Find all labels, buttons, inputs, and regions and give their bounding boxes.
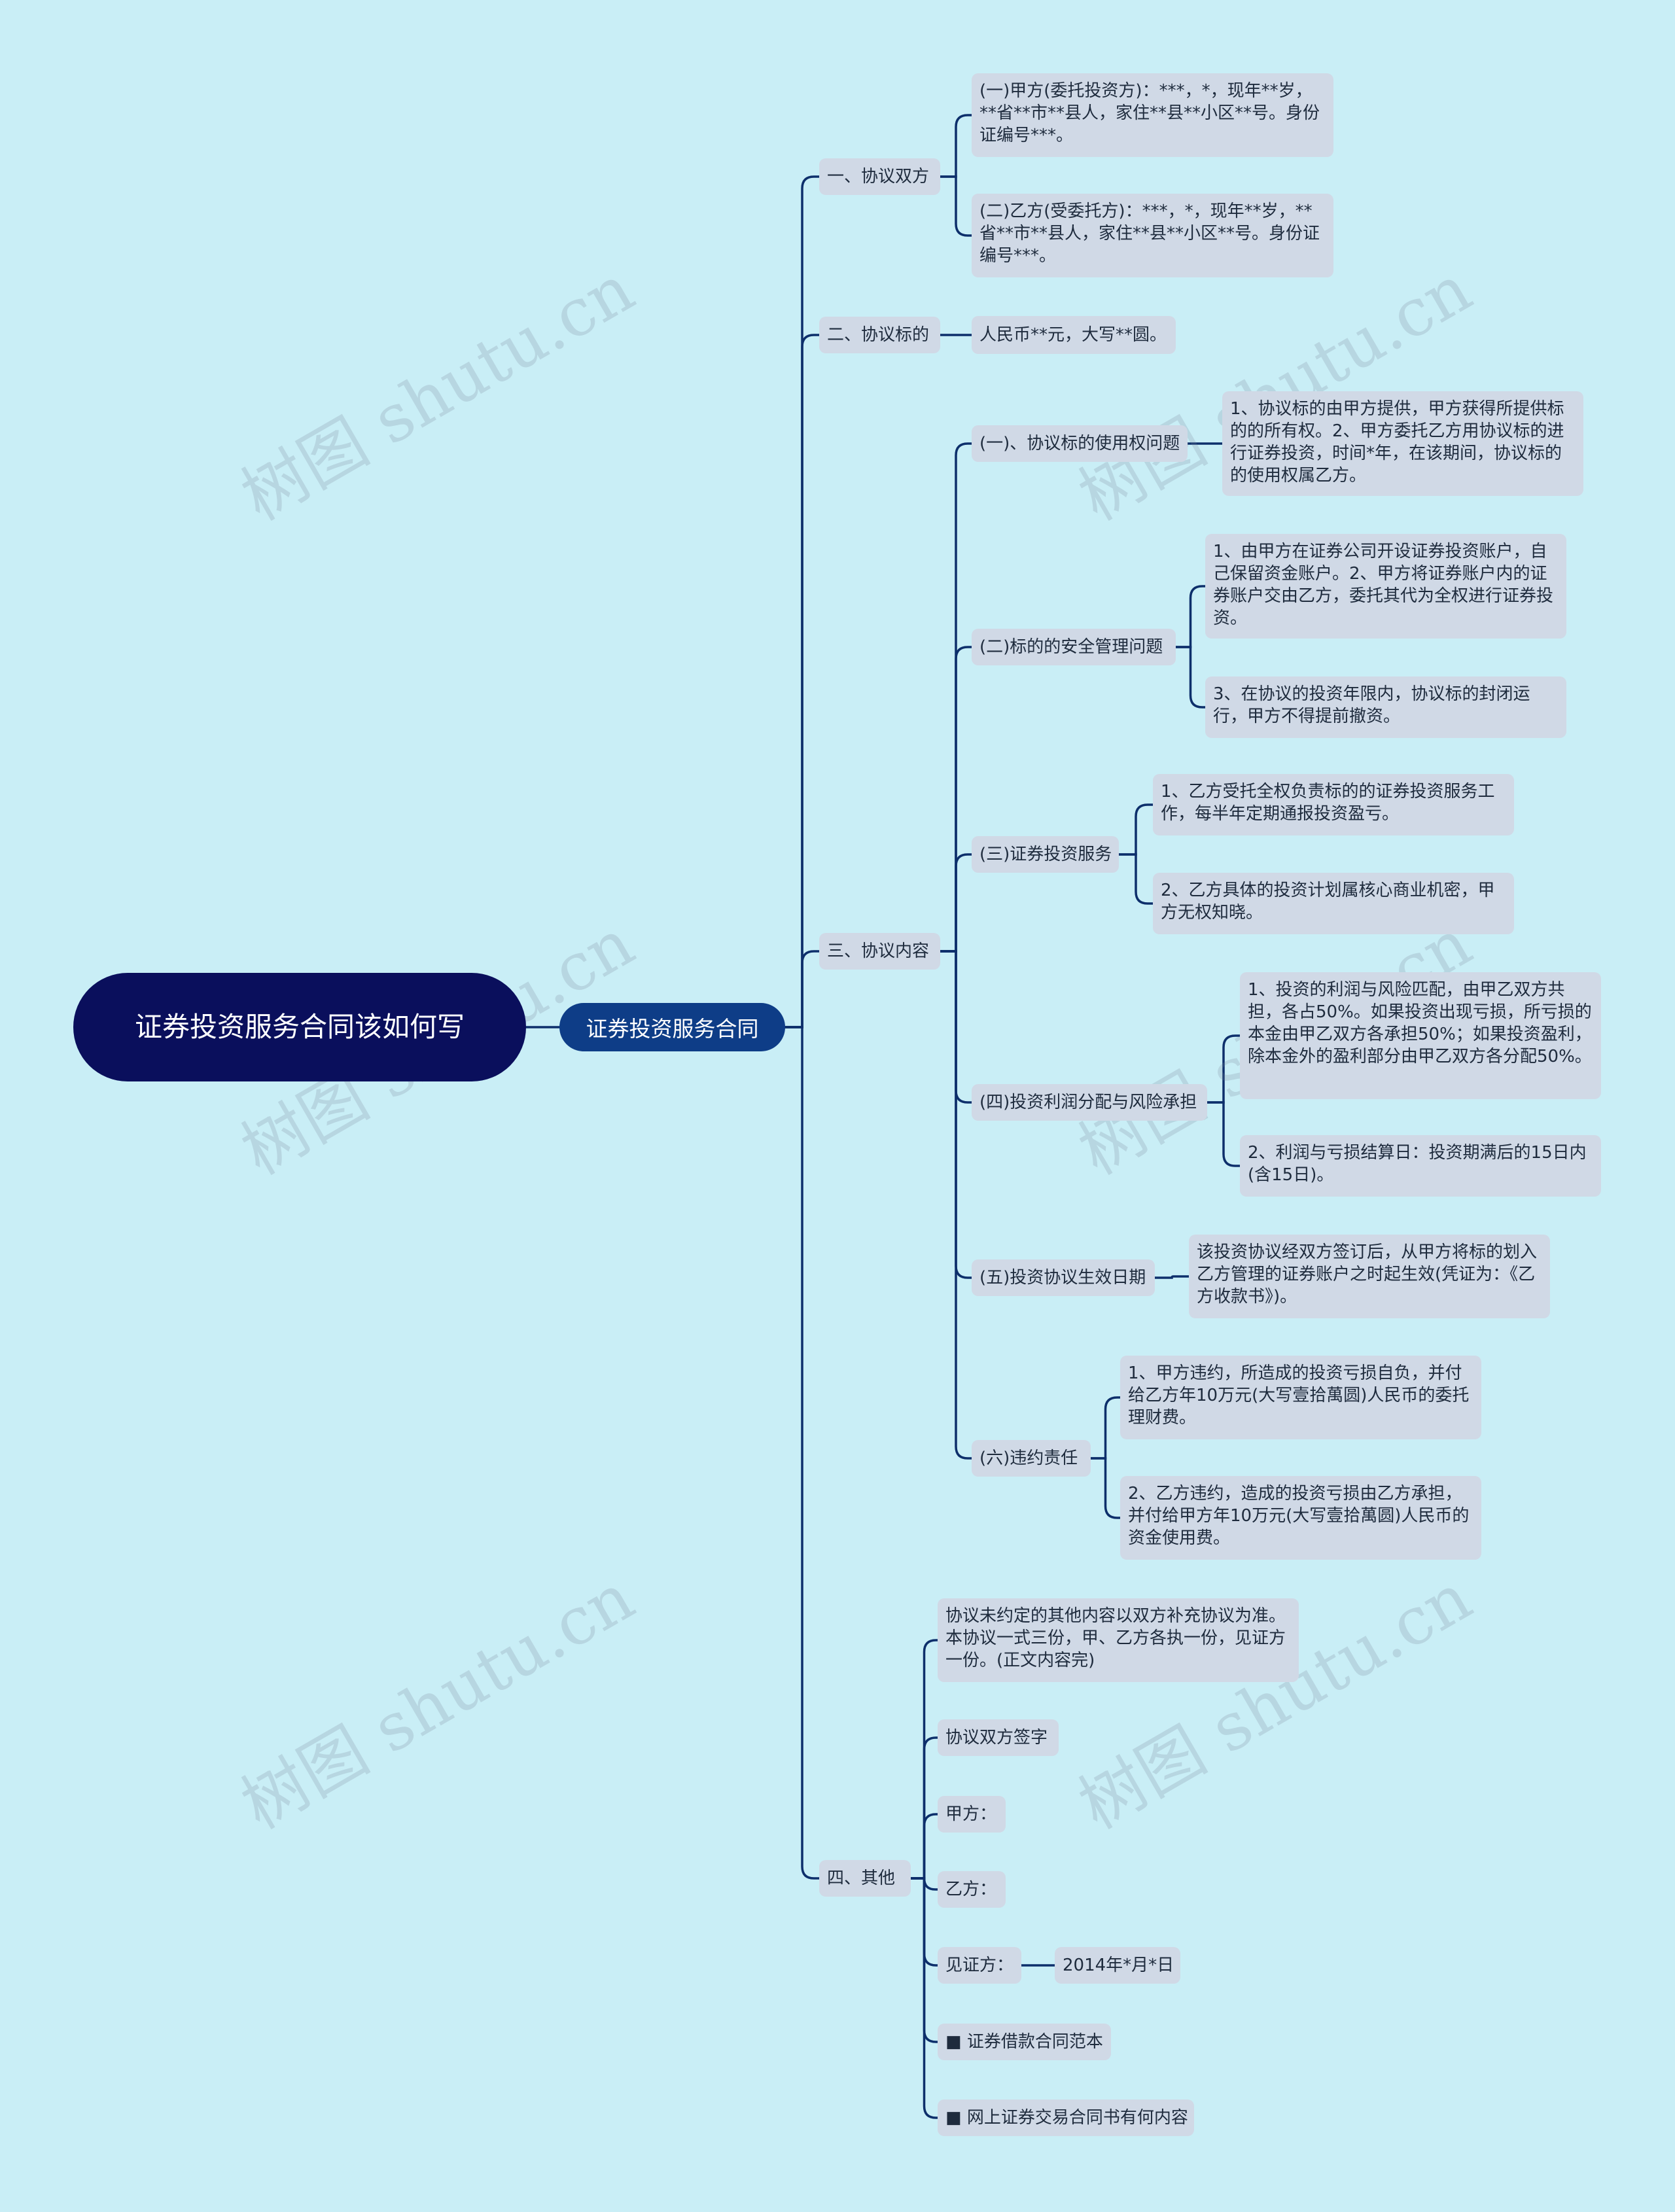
clause-breach[interactable]: (六)违约责任 xyxy=(972,1440,1091,1477)
link-online-trading-contract[interactable]: ■ 网上证券交易合同书有何内容 xyxy=(938,2099,1194,2136)
connector-line xyxy=(1118,853,1154,905)
clause-service[interactable]: (三)证券投资服务 xyxy=(972,836,1119,873)
party-b-info: (二)乙方(受委托方)：***，*，现年**岁，**省**市**县人，家住**县… xyxy=(972,194,1333,277)
connector-line xyxy=(1206,1034,1241,1104)
section-subject[interactable]: 二、协议标的 xyxy=(819,317,940,353)
clause-text: 1、乙方受托全权负责标的的证券投资服务工作，每半年定期通报投资盈亏。 xyxy=(1153,774,1514,835)
clause-text: 1、协议标的由甲方提供，甲方获得所提供标的的所有权。2、甲方委托乙方用协议标的进… xyxy=(1222,391,1583,496)
clause-usage-rights[interactable]: (一)、协议标的使用权问题 xyxy=(972,425,1188,462)
other-party-a: 甲方： xyxy=(938,1796,1006,1833)
connector-line xyxy=(909,1813,939,1880)
link-securities-loan-contract[interactable]: ■ 证券借款合同范本 xyxy=(938,2024,1111,2060)
connector-line xyxy=(784,334,820,1028)
connector-line xyxy=(1089,1396,1121,1460)
subject-amount: 人民币**元，大写**圆。 xyxy=(972,316,1176,354)
other-party-b: 乙方： xyxy=(938,1871,1006,1908)
connector-line xyxy=(939,114,973,178)
connector-line xyxy=(1154,1275,1190,1279)
connector-line xyxy=(784,1026,820,1880)
clause-profit-risk[interactable]: (四)投资利润分配与风险承担 xyxy=(972,1084,1207,1121)
main-topic[interactable]: 证券投资服务合同 xyxy=(559,1003,785,1051)
clause-text: 1、由甲方在证券公司开设证券投资账户，自己保留资金账户。2、甲方将证券账户内的证… xyxy=(1205,534,1566,639)
connector-line xyxy=(939,175,973,237)
connector-line xyxy=(909,1736,939,1880)
clause-safety[interactable]: (二)标的的安全管理问题 xyxy=(972,629,1176,665)
witness-date: 2014年*月*日 xyxy=(1055,1947,1180,1984)
clause-text: 3、在协议的投资年限内，协议标的封闭运行，甲方不得提前撤资。 xyxy=(1205,676,1566,738)
connector-line xyxy=(1089,1457,1121,1519)
party-a-info: (一)甲方(委托投资方)：***，*，现年**岁，**省**市**县人，家住**… xyxy=(972,73,1333,157)
other-supplement-text: 协议未约定的其他内容以双方补充协议为准。本协议一式三份，甲、乙方各执一份，见证方… xyxy=(938,1598,1299,1682)
connector-line xyxy=(909,1639,939,1880)
other-witness: 见证方： xyxy=(938,1947,1021,1984)
clause-text: 2、乙方违约，造成的投资亏损由乙方承担，并付给甲方年10万元(大写壹拾萬圆)人民… xyxy=(1120,1476,1481,1560)
section-content[interactable]: 三、协议内容 xyxy=(819,933,940,970)
other-signatures: 协议双方签字 xyxy=(938,1719,1059,1756)
clause-text: 2、乙方具体的投资计划属核心商业机密，甲方无权知晓。 xyxy=(1153,873,1514,934)
connector-line xyxy=(939,950,973,1460)
root-topic[interactable]: 证券投资服务合同该如何写 xyxy=(73,973,526,1081)
clause-text: 1、投资的利润与风险匹配，由甲乙双方共担，各占50%。如果投资出现亏损，所亏损的… xyxy=(1240,972,1601,1099)
section-other[interactable]: 四、其他 xyxy=(819,1860,911,1897)
connector-line xyxy=(1206,1101,1241,1167)
clause-text: 2、利润与亏损结算日：投资期满后的15日内(含15日)。 xyxy=(1240,1135,1601,1197)
connector-line xyxy=(1174,646,1207,709)
connector-line xyxy=(1118,803,1154,856)
clause-text: 该投资协议经双方签订后，从甲方将标的划入乙方管理的证券账户之时起生效(凭证为：《… xyxy=(1189,1235,1550,1318)
section-parties[interactable]: 一、协议双方 xyxy=(819,158,940,195)
connector-line xyxy=(1174,585,1207,648)
connector-line xyxy=(784,175,820,1028)
connector-line xyxy=(909,1877,939,2119)
connector-line xyxy=(939,442,973,953)
connector-line xyxy=(784,950,820,1028)
connector-line xyxy=(939,853,973,953)
connector-line xyxy=(939,646,973,953)
clause-effective-date[interactable]: (五)投资协议生效日期 xyxy=(972,1259,1155,1296)
clause-text: 1、甲方违约，所造成的投资亏损自负，并付给乙方年10万元(大写壹拾萬圆)人民币的… xyxy=(1120,1356,1481,1439)
